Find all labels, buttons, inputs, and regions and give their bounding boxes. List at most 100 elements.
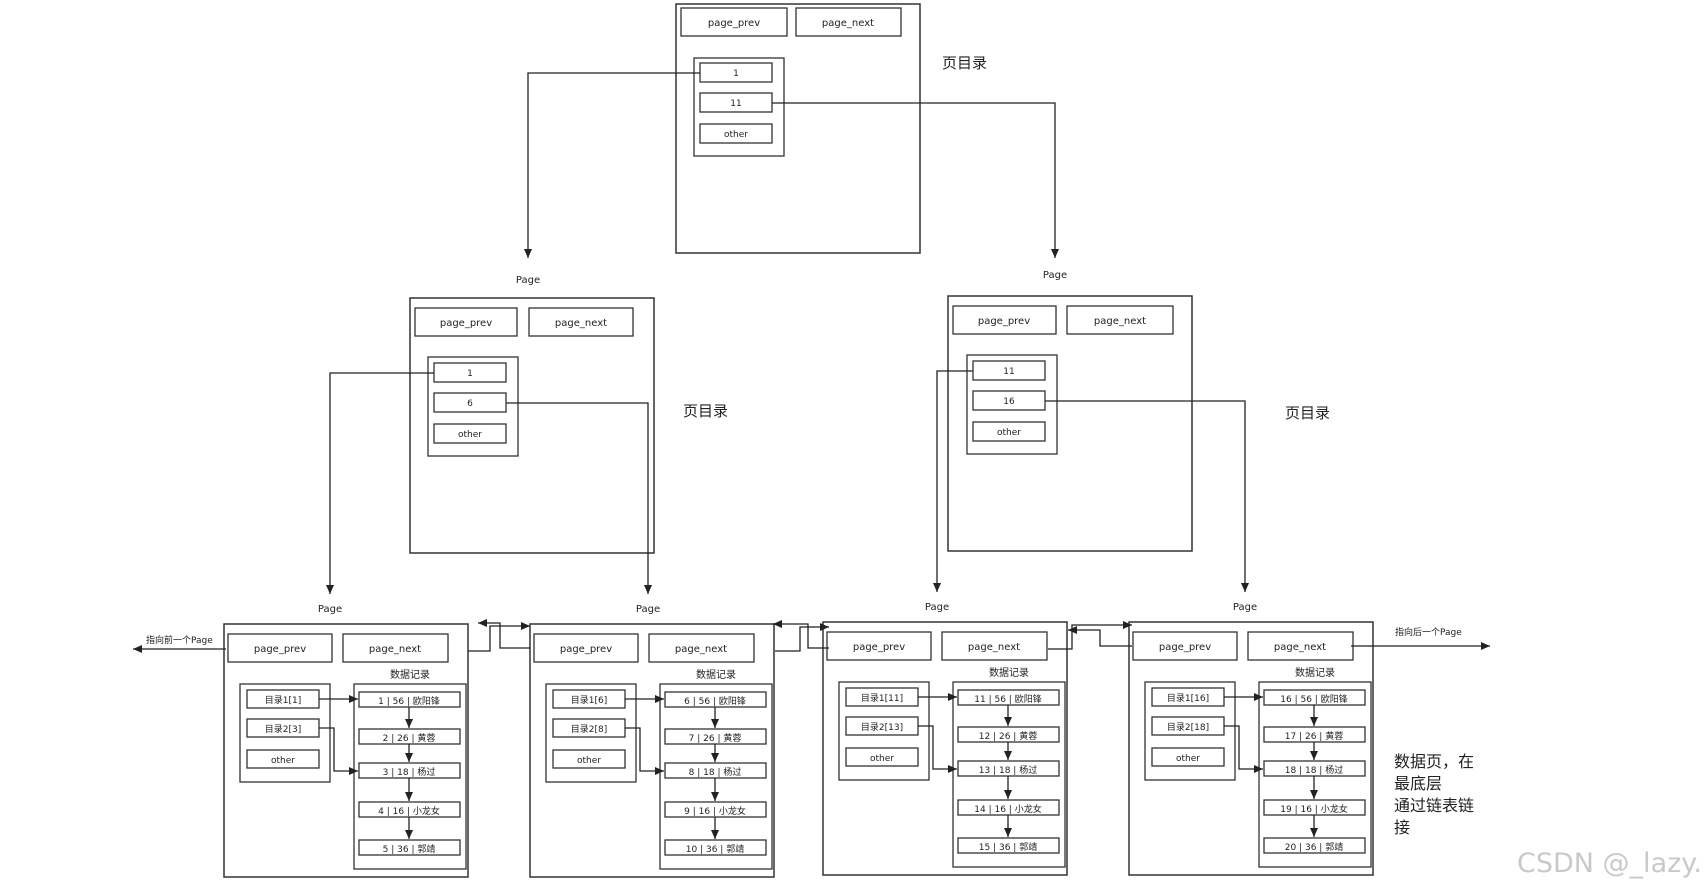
page-prev-label: page_prev — [440, 318, 492, 329]
data-record-label: 15 | 36 | 郭靖 — [979, 841, 1037, 853]
data-record-label: 3 | 18 | 杨过 — [383, 766, 436, 778]
data-records-title: 数据记录 — [696, 668, 736, 681]
dir-to-record-arrow — [1224, 725, 1263, 773]
directory-entry-label: other — [1176, 754, 1200, 764]
directory-entry — [1151, 747, 1225, 767]
directory-entry — [552, 749, 626, 769]
prev-link-arrow — [773, 620, 829, 649]
note-line: 数据页，在 — [1394, 752, 1474, 771]
prev-link-arrow — [478, 619, 530, 649]
directory-entry — [972, 421, 1046, 442]
directory-entry — [699, 123, 773, 144]
page-prev-box — [952, 305, 1057, 335]
data-record-label: 1 | 56 | 欧阳锋 — [378, 695, 440, 707]
page-prev-label: page_prev — [254, 644, 306, 655]
data-record-label: 8 | 18 | 杨过 — [689, 766, 742, 778]
directory-entry-label: 6 — [467, 399, 473, 409]
data-record-label: 6 | 56 | 欧阳锋 — [684, 695, 746, 707]
directory-entry-label: 11 — [1003, 367, 1014, 377]
root-to-right-arrow — [772, 102, 1059, 258]
directory-entry — [246, 749, 320, 769]
data-record-label: 10 | 36 | 郭靖 — [686, 843, 744, 855]
page-caption: Page — [516, 275, 540, 286]
data-record-label: 20 | 36 | 郭靖 — [1285, 841, 1343, 853]
directory-entry-label: other — [271, 756, 295, 766]
page-next-label: page_next — [1094, 316, 1146, 327]
page-caption: Page — [636, 604, 660, 615]
page-next-label: page_next — [555, 318, 607, 329]
page-directory-label: 页目录 — [683, 402, 728, 420]
directory-entry-label: 目录1[16] — [1167, 693, 1209, 704]
data-record-label: 13 | 18 | 杨过 — [979, 764, 1037, 776]
dir-to-record-arrow — [319, 727, 358, 775]
directory-entry-label: 目录1[1] — [265, 695, 301, 706]
dir-to-record-arrow — [625, 727, 664, 775]
page-next-label: page_next — [822, 18, 874, 29]
page-prev-box — [414, 307, 518, 337]
root-page: page_prev page_next 1 11 other — [675, 3, 921, 254]
note-line: 接 — [1394, 818, 1410, 837]
data-record — [664, 839, 767, 856]
note-line: 最底层 — [1394, 774, 1442, 793]
directory-entry-label: 目录2[13] — [861, 722, 903, 733]
data-records-title: 数据记录 — [989, 666, 1029, 679]
page-caption: Page — [1233, 602, 1257, 613]
page-next-label: page_next — [968, 642, 1020, 653]
page-next-box — [342, 633, 449, 663]
next-link-arrow — [468, 622, 530, 652]
mid-page-frame — [409, 297, 655, 554]
directory-entry-label: 16 — [1003, 397, 1015, 407]
data-record-label: 18 | 18 | 杨过 — [1285, 764, 1343, 776]
dir-to-record-arrow — [918, 725, 957, 773]
data-records-title: 数据记录 — [390, 668, 430, 681]
page-prev-box — [533, 633, 639, 663]
page-prev-box — [826, 631, 932, 661]
mid-page-left: page_prev page_next 1 6 other — [409, 297, 655, 554]
directory-entry-label: 目录2[3] — [265, 724, 301, 735]
data-record-label: 11 | 56 | 欧阳锋 — [974, 693, 1041, 705]
page-next-box — [528, 307, 634, 337]
mid-to-leaf2-arrow — [506, 402, 652, 594]
page-next-box — [941, 631, 1048, 661]
directory-entry-label: 目录1[6] — [571, 695, 607, 706]
page-prev-label: page_prev — [978, 316, 1030, 327]
directory-entry-label: 11 — [730, 99, 741, 109]
page-next-label: page_next — [369, 644, 421, 655]
data-record — [1263, 837, 1366, 854]
directory-entry-label: other — [458, 430, 482, 440]
next-link-arrow — [1048, 621, 1132, 650]
note-line: 通过链表链 — [1394, 796, 1474, 815]
mid-page-right: page_prev page_next 11 16 other — [947, 295, 1193, 552]
directory-entry-label: other — [870, 754, 894, 764]
mid-to-leaf4-arrow — [1045, 400, 1249, 592]
mid-to-leaf1-arrow — [326, 372, 434, 594]
data-record-label: 14 | 16 | 小龙女 — [974, 803, 1041, 815]
data-record-label: 7 | 26 | 黄蓉 — [689, 732, 742, 744]
page-prev-label: page_prev — [1159, 642, 1211, 653]
page-prev-box — [227, 633, 333, 663]
page-directory-label: 页目录 — [1285, 404, 1330, 422]
data-record — [358, 839, 461, 856]
directory-entry — [845, 747, 919, 767]
data-record — [957, 837, 1060, 854]
data-records-title: 数据记录 — [1295, 666, 1335, 679]
page-next-box — [795, 7, 902, 37]
directory-entry — [433, 423, 507, 444]
page-prev-box — [1132, 631, 1238, 661]
next-page-pointer-label: 指向后一个Page — [1395, 626, 1462, 638]
data-record-label: 4 | 16 | 小龙女 — [378, 805, 440, 817]
page-caption: Page — [1043, 270, 1067, 281]
directory-entry-label: other — [577, 756, 601, 766]
watermark: CSDN @_lazy. — [1517, 848, 1702, 879]
leaf-sibling-links — [468, 619, 1132, 652]
directory-entry-label: 目录2[18] — [1167, 722, 1209, 733]
page-prev-label: page_prev — [853, 642, 905, 653]
page-prev-label: page_prev — [560, 644, 612, 655]
page-caption: Page — [318, 604, 342, 615]
